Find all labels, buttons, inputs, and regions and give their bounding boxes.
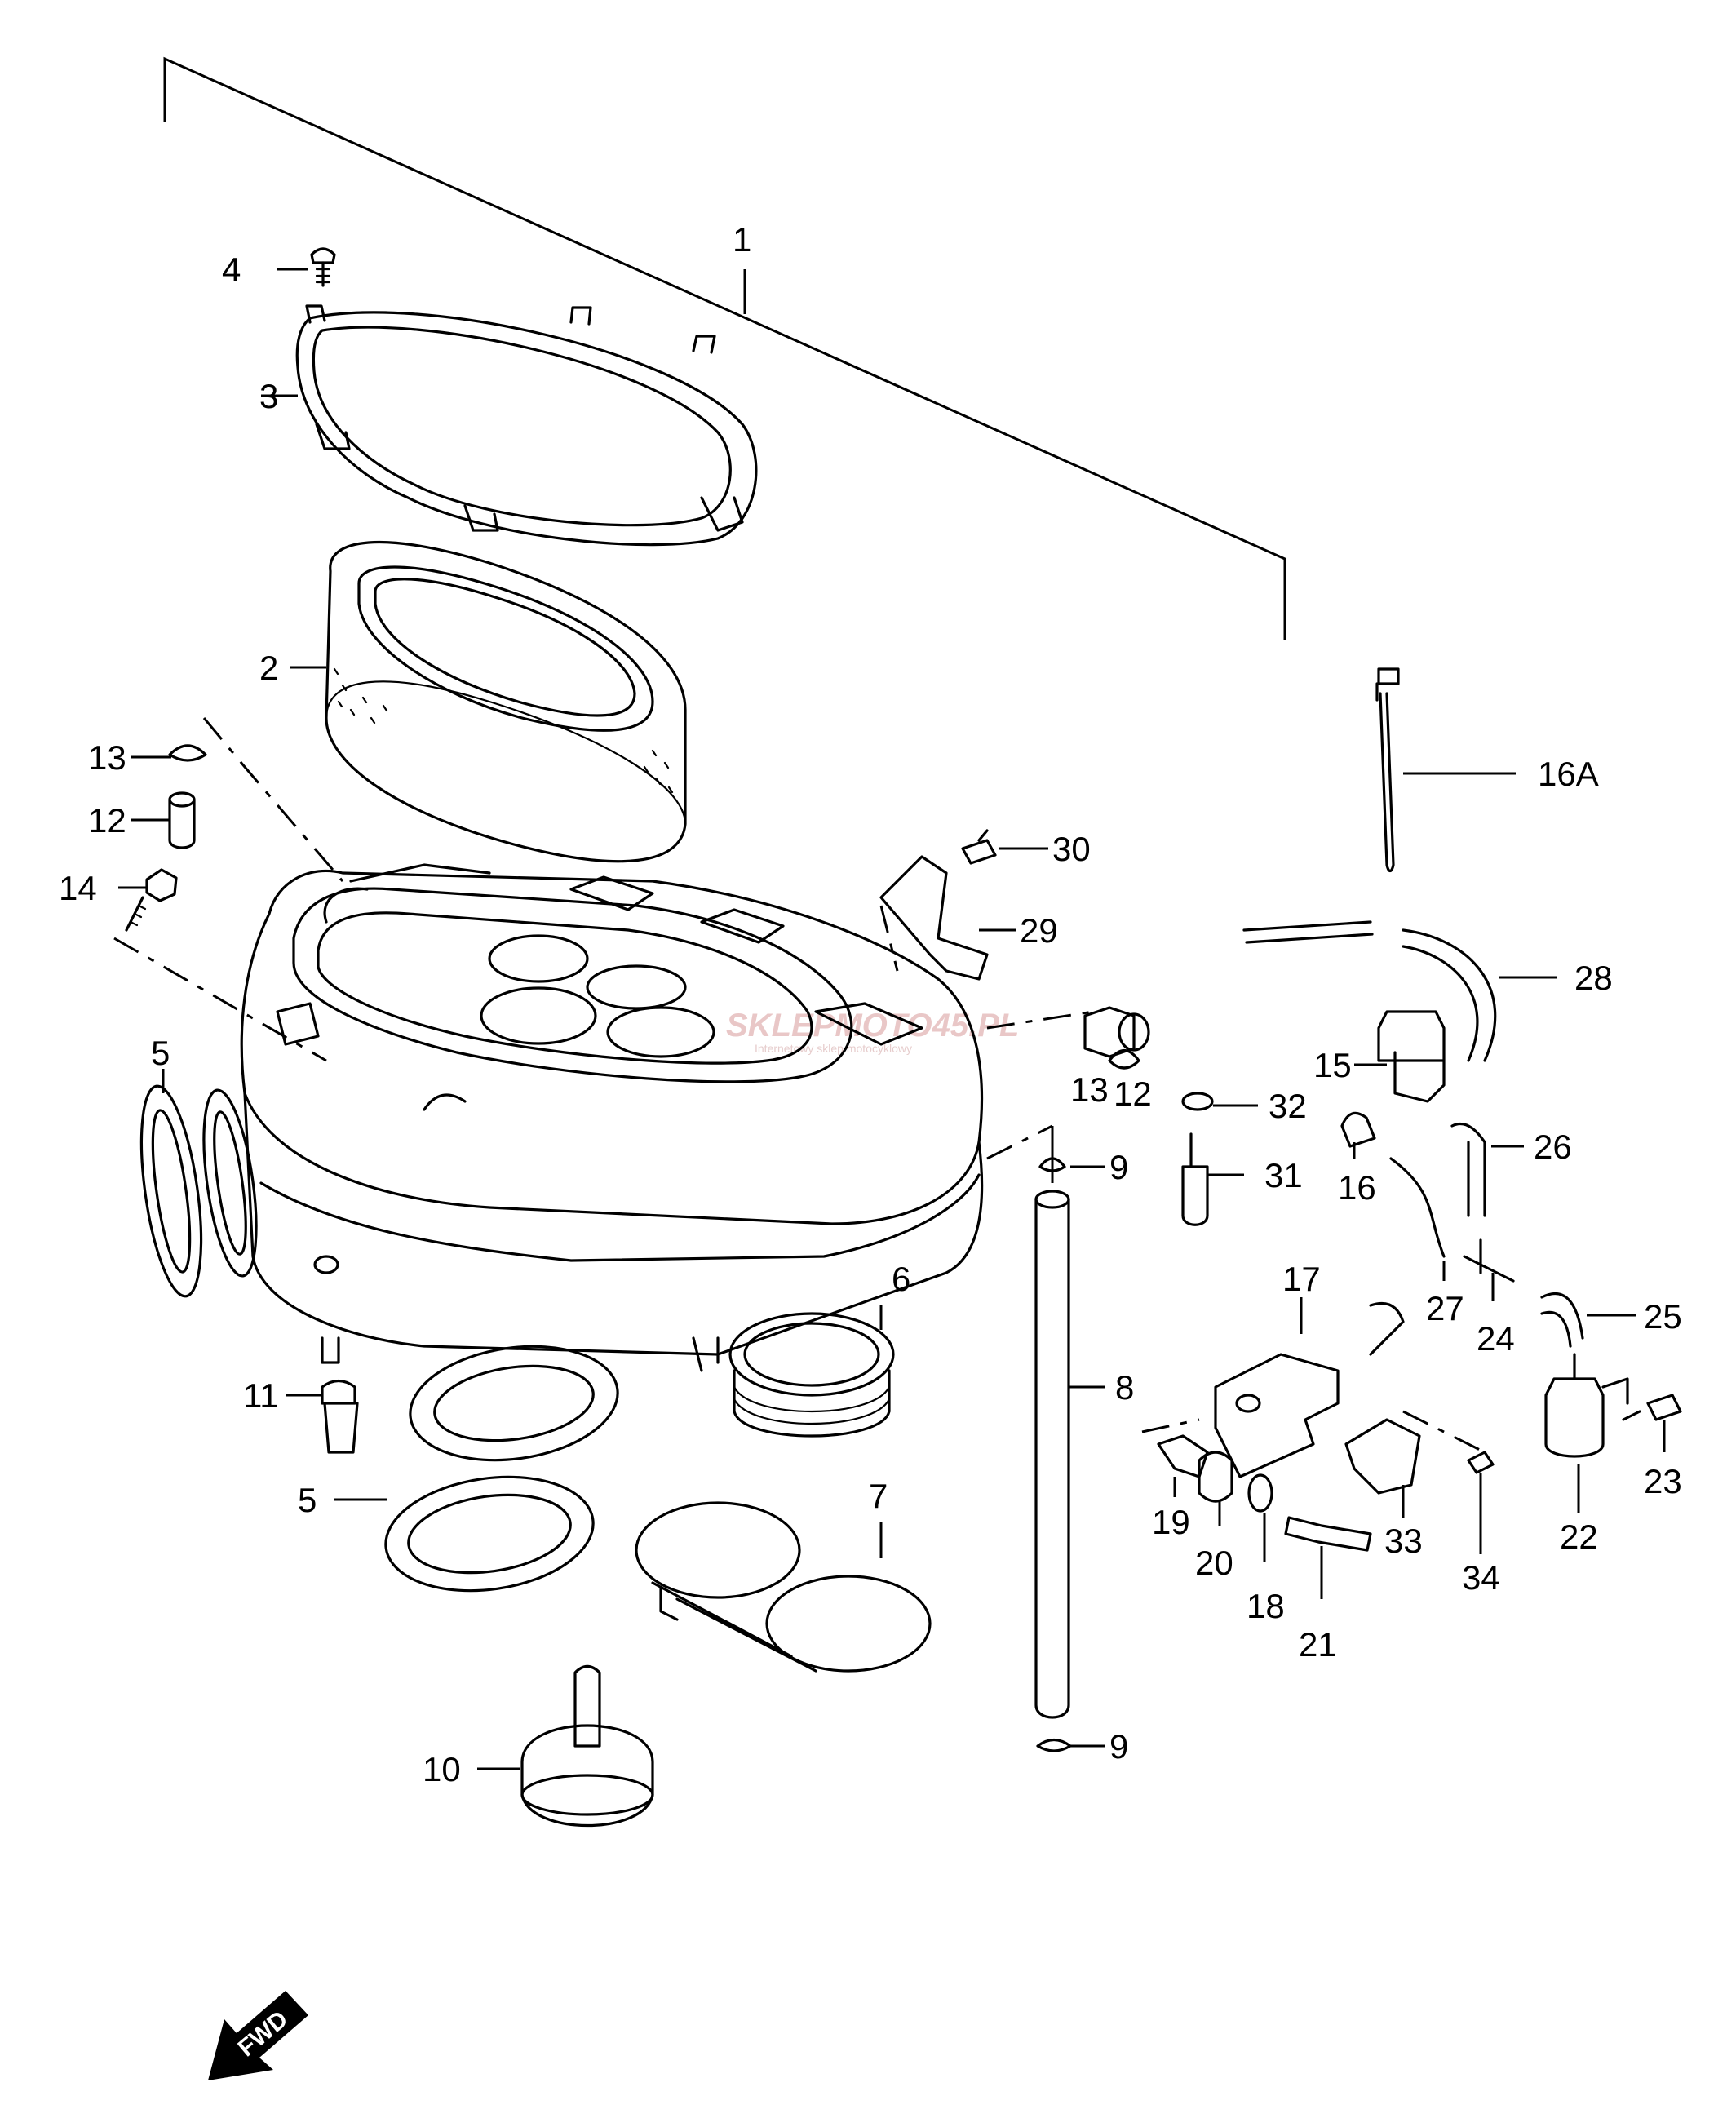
part-23-screw (1622, 1394, 1682, 1421)
callout-24: 24 (1477, 1319, 1515, 1358)
callout-11: 11 (243, 1376, 279, 1415)
callout-17: 17 (1282, 1260, 1321, 1298)
part-8-hose (1034, 1190, 1070, 1719)
part-9-clip-upper (1038, 1157, 1066, 1172)
part-24-tee (1463, 1238, 1515, 1283)
callout-3: 3 (259, 377, 278, 415)
part-16a-hose (1375, 667, 1400, 873)
callout-5-upper: 5 (151, 1034, 170, 1072)
callout-33: 33 (1384, 1522, 1423, 1560)
callout-12-left: 12 (88, 801, 126, 840)
part-1-airbox (240, 863, 984, 1372)
callout-12-right: 12 (1114, 1075, 1152, 1113)
part-17-bracket (1214, 1301, 1405, 1478)
callout-26: 26 (1534, 1128, 1572, 1166)
part-19-bushing (1157, 1434, 1209, 1478)
part-5-seal-lower (384, 1345, 619, 1593)
watermark-tagline: Internetowy sklep motocyklowy (755, 1042, 912, 1055)
part-9-clip-lower (1036, 1738, 1072, 1752)
callout-29: 29 (1020, 911, 1058, 950)
callout-21: 21 (1299, 1625, 1337, 1664)
callout-16: 16 (1338, 1168, 1376, 1207)
callout-18: 18 (1247, 1587, 1285, 1625)
part-28-hose (1242, 920, 1497, 1062)
part-12-bushing-left (168, 791, 196, 849)
part-14-bolt (125, 868, 178, 932)
callout-34: 34 (1462, 1558, 1500, 1597)
callout-8: 8 (1115, 1368, 1134, 1407)
part-13-clip-right (1108, 1048, 1140, 1070)
part-20-grommet (1198, 1451, 1233, 1503)
part-2-filter (325, 540, 687, 863)
watermark: SKLEPMOTO45.PL Internetowy sklep motocyk… (726, 1008, 1019, 1055)
callout-14: 14 (59, 869, 97, 907)
part-6-boot (728, 1312, 895, 1438)
callout-30: 30 (1052, 830, 1091, 868)
part-16-fitting (1340, 1111, 1376, 1148)
part-31-fitting (1181, 1132, 1209, 1226)
part-15-valve (1377, 1010, 1446, 1103)
part-3-cover (295, 304, 758, 547)
part-30-bolt (961, 829, 997, 865)
callout-9-upper: 9 (1109, 1148, 1128, 1186)
callout-22: 22 (1560, 1518, 1598, 1556)
callout-4: 4 (222, 250, 241, 289)
fwd-arrow-icon: FWD (208, 1991, 308, 2080)
callout-23: 23 (1644, 1462, 1682, 1500)
part-18-washer (1247, 1473, 1273, 1513)
part-13-clip-left (168, 744, 207, 762)
part-25-hose (1540, 1292, 1584, 1348)
part-5-seal-upper (140, 1084, 258, 1298)
part-34-bolt (1467, 1451, 1495, 1474)
part-21-bolt (1284, 1516, 1372, 1552)
part-32-washer (1181, 1092, 1214, 1111)
callout-2: 2 (259, 649, 278, 687)
callout-leaders (118, 268, 1666, 1770)
callout-31: 31 (1264, 1156, 1303, 1194)
part-22-valve (1544, 1353, 1629, 1458)
callout-labels: 1 3 4 2 13 12 14 5 11 5 6 7 8 9 9 10 13 … (59, 220, 1682, 1788)
callout-6: 6 (892, 1260, 910, 1298)
part-33-sensor (1344, 1418, 1421, 1495)
callout-1: 1 (733, 220, 751, 259)
part-12-bushing-right (1083, 1006, 1150, 1058)
assembly-bracket (163, 56, 1286, 640)
part-10-drain (520, 1664, 654, 1828)
callout-9-lower: 9 (1109, 1727, 1128, 1766)
callout-13-left: 13 (88, 738, 126, 777)
callout-5-lower: 5 (298, 1481, 317, 1519)
callout-19: 19 (1152, 1503, 1190, 1541)
callout-7: 7 (869, 1477, 888, 1515)
callout-25: 25 (1644, 1297, 1682, 1336)
callout-16a: 16A (1538, 755, 1599, 793)
callout-32: 32 (1269, 1087, 1307, 1125)
callout-27: 27 (1426, 1289, 1464, 1327)
part-26-hose (1450, 1122, 1486, 1217)
leader-lines (113, 717, 1486, 1454)
callout-13-right: 13 (1070, 1070, 1109, 1109)
part-11-plug (321, 1379, 359, 1454)
part-29-bracket (879, 855, 989, 981)
callout-10: 10 (423, 1750, 461, 1788)
part-4-screw (310, 247, 336, 287)
callout-20: 20 (1195, 1544, 1233, 1582)
callout-15: 15 (1313, 1046, 1352, 1084)
callout-28: 28 (1574, 959, 1613, 997)
part-7-clamp (635, 1501, 932, 1673)
part-27-hose (1389, 1157, 1446, 1258)
